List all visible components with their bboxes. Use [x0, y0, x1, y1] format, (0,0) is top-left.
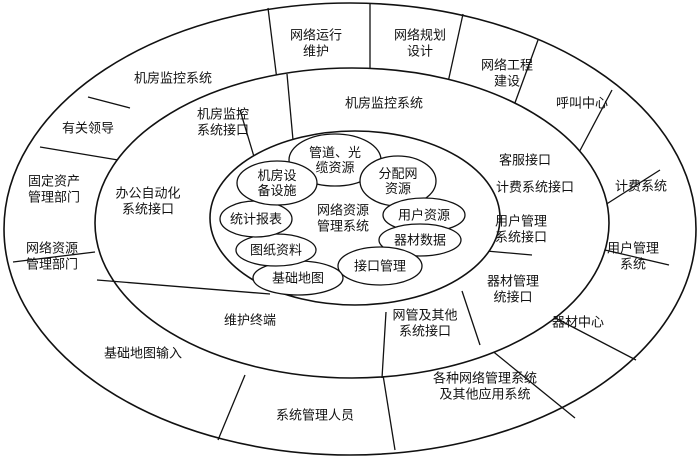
core-module-bubble — [378, 223, 462, 257]
middle-ring-label: 机房监控系统 — [345, 96, 423, 112]
middle-divider — [461, 290, 481, 346]
middle-ring-label: 客服接口 — [499, 153, 551, 169]
outer-ring-dividers — [12, 4, 670, 451]
outer-divider — [267, 7, 278, 81]
core-module-label: 图纸资料 — [250, 244, 302, 259]
core-module-label: 分配网资源 — [378, 167, 417, 197]
core-module-label: 基础地图 — [272, 272, 324, 287]
core-module-label: 器材数据 — [394, 234, 446, 249]
core-center-title: 网络资源管理系统 — [317, 203, 369, 235]
core-module-label: 管道、光缆资源 — [309, 146, 361, 176]
outer-ring-label: 网络运行维护 — [290, 28, 342, 60]
outer-ring-label: 计费系统 — [615, 180, 667, 195]
outer-divider — [87, 96, 131, 109]
middle-ring-label: 器材管理统接口 — [487, 275, 539, 306]
outer-divider — [539, 309, 637, 361]
outer-ring-label: 网络工程建设 — [481, 58, 533, 90]
outer-ring-labels: 网络运行维护 网络规划设计网络工程建设呼叫中心计费系统用户管理系统器材中心各种网络… — [26, 28, 667, 424]
middle-ring-dividers — [96, 73, 533, 379]
core-module-label: 统计报表 — [230, 213, 282, 228]
middle-ring-label: 网管及其他系统接口 — [392, 309, 457, 340]
middle-ring-label: 用户管理系统接口 — [495, 214, 547, 246]
middle-ring-label: 计费系统接口 — [496, 180, 574, 196]
middle-divider — [96, 279, 271, 295]
outer-ring-label: 固定资产管理部门 — [28, 175, 80, 206]
outer-ring-label: 呼叫中心 — [556, 97, 608, 112]
outer-divider — [604, 169, 661, 206]
middle-divider — [381, 311, 387, 379]
middle-ring-label: 办公自动化系统接口 — [115, 187, 180, 218]
outer-divider — [382, 374, 396, 451]
outer-divider — [39, 146, 119, 161]
outer-ring-label: 系统管理人员 — [276, 409, 354, 424]
core-module-label: 接口管理 — [354, 259, 406, 275]
core-module-label: 用户资源 — [398, 208, 450, 224]
outer-ring-label: 机房监控系统 — [134, 71, 212, 87]
outer-divider — [574, 89, 613, 161]
core-module-bubble — [236, 160, 318, 206]
core-module-label: 机房设备设施 — [257, 168, 296, 199]
middle-divider — [239, 109, 256, 161]
middle-ring-label: 维护终端 — [224, 313, 276, 329]
outer-ring-label: 基础地图输入 — [104, 346, 182, 362]
outer-ring-label: 有关领导 — [62, 122, 114, 137]
core-center-label: 网络资源管理系统 — [317, 203, 369, 235]
outer-divider — [12, 251, 96, 263]
outer-divider — [217, 374, 246, 441]
middle-ring-label: 机房监控系统接口 — [197, 107, 249, 139]
outer-divider — [484, 344, 576, 419]
middle-divider — [286, 73, 294, 141]
outer-ring-label: 用户管理系统 — [607, 241, 659, 273]
core-modules: 管道、光缆资源分配网资源用户资源器材数据接口管理基础地图 图纸资料 统计报表 机房设备… — [219, 133, 466, 296]
outer-ring-label: 网络资源管理部门 — [26, 241, 78, 273]
core-module-bubble — [337, 246, 423, 286]
outer-ring-label: 器材中心 — [552, 316, 604, 331]
outer-ring-label: 各种网络管理系统及其他应用系统 — [433, 371, 537, 403]
middle-ring-labels: 机房监控系统客服接口计费系统接口用户管理系统接口器材管理统接口网管及其他系统接口… — [115, 96, 574, 340]
outer-ring-label: 网络规划设计 — [394, 28, 446, 60]
outer-divider — [604, 249, 670, 266]
